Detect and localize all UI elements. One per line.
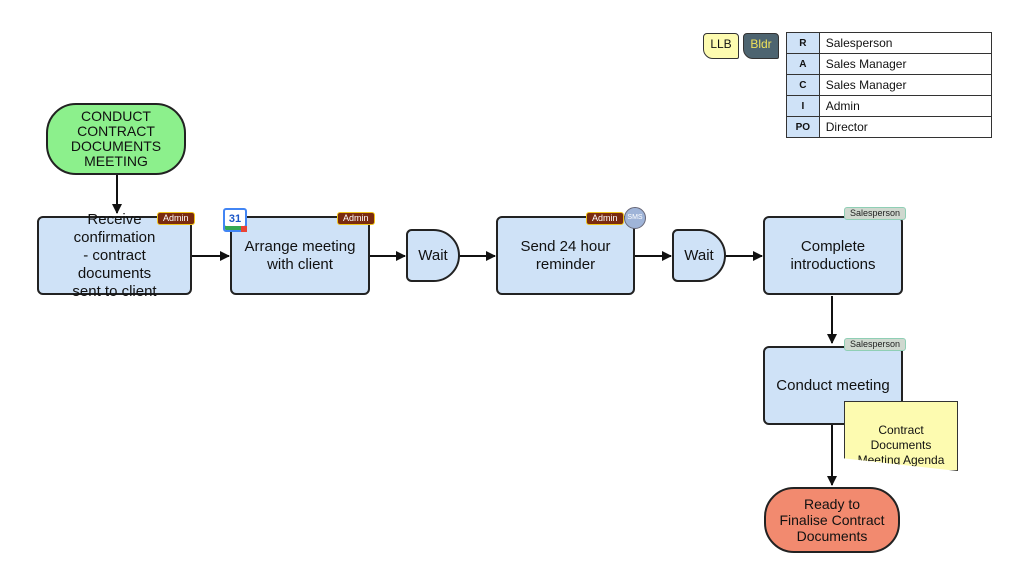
sms-icon-text: SMS [627,214,643,221]
raci-table: R Salesperson A Sales Manager C Sales Ma… [786,32,993,138]
step-wait-1[interactable]: Wait [406,229,460,282]
legend-tag-label: Bldr [750,37,772,51]
step-arrange-meeting[interactable]: Arrange meeting with client [230,216,370,295]
raci-key: PO [786,116,820,138]
raci-value: Sales Manager [818,53,993,75]
google-calendar-icon: 31 [223,208,247,232]
raci-value: Admin [818,95,993,117]
start-terminal[interactable]: CONDUCT CONTRACT DOCUMENTS MEETING [46,103,186,175]
step-label: Send 24 hour reminder [520,237,611,273]
step-label: Arrange meeting with client [244,237,356,273]
raci-row: PO Director [786,116,993,138]
raci-value: Director [818,116,993,138]
legend-tag-label: LLB [710,37,732,51]
raci-value: Salesperson [818,32,993,54]
step-label: Wait [684,247,714,264]
step-label: Conduct meeting [776,376,890,394]
raci-key: R [786,32,820,54]
end-label: Ready to Finalise Contract Documents [779,496,885,544]
role-tag-salesperson: Salesperson [844,338,907,351]
role-tag-admin: Admin [337,212,375,225]
raci-row: A Sales Manager [786,53,993,75]
start-label: CONDUCT CONTRACT DOCUMENTS MEETING [70,108,162,169]
step-wait-2[interactable]: Wait [672,229,726,282]
end-terminal[interactable]: Ready to Finalise Contract Documents [764,487,900,553]
meeting-agenda-document[interactable]: Contract Documents Meeting Agenda [844,401,958,471]
step-label: Wait [418,247,448,264]
legend-tag-llb: LLB [703,33,739,59]
raci-row: I Admin [786,95,993,117]
step-label: Complete introductions [790,237,876,273]
sms-icon: SMS [624,207,646,229]
raci-key: C [786,74,820,96]
raci-key: I [786,95,820,117]
legend-tag-bldr: Bldr [743,33,779,59]
document-label: Contract Documents Meeting Agenda [857,423,945,467]
raci-value: Sales Manager [818,74,993,96]
role-tag-admin: Admin [586,212,624,225]
raci-key: A [786,53,820,75]
step-label: Receive confirmation - contract document… [72,210,157,300]
raci-row: C Sales Manager [786,74,993,96]
role-tag-salesperson: Salesperson [844,207,907,220]
calendar-icon-text: 31 [228,213,242,225]
role-tag-admin: Admin [157,212,195,225]
raci-row: R Salesperson [786,32,993,54]
step-complete-introductions[interactable]: Complete introductions [763,216,903,295]
step-receive-confirmation[interactable]: Receive confirmation - contract document… [37,211,192,300]
step-send-reminder[interactable]: Send 24 hour reminder [496,216,635,295]
